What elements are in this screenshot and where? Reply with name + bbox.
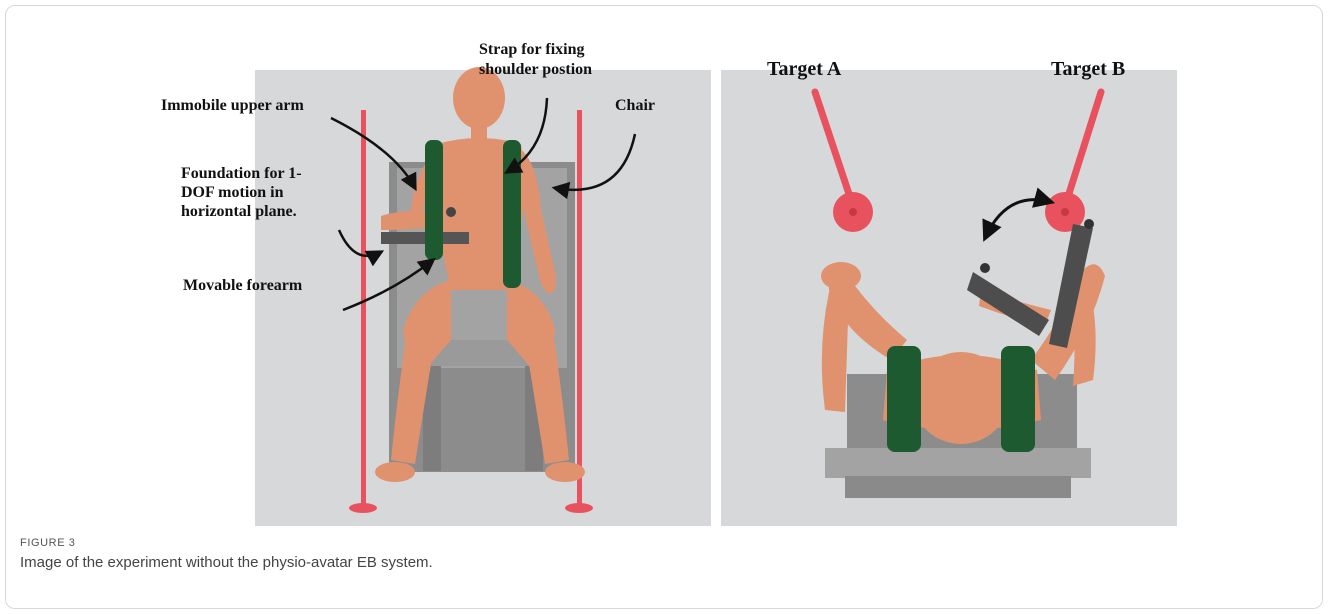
label-foundation-line3: horizontal plane. <box>181 202 297 221</box>
shoulder-strap-left <box>425 140 443 260</box>
label-strap-line1: Strap for fixing <box>479 40 584 59</box>
label-foundation-line2: DOF motion in <box>181 183 284 202</box>
top-view-image <box>721 40 1177 526</box>
top-view-panel: Target A Target B <box>721 40 1177 526</box>
label-chair: Chair <box>615 96 655 115</box>
label-target-a: Target A <box>767 58 841 80</box>
shoulder-strap-right <box>503 140 521 288</box>
label-target-b: Target B <box>1051 58 1125 80</box>
label-forearm: Movable forearm <box>183 276 302 295</box>
figure-caption: Image of the experiment without the phys… <box>20 554 433 571</box>
shoulder-strap-left <box>887 346 921 452</box>
grip-knob-b <box>1084 219 1094 229</box>
front-view-panel: Strap for fixing shoulder postion Immobi… <box>145 40 711 526</box>
label-upper-arm: Immobile upper arm <box>161 96 304 115</box>
shoulder-strap-right <box>1001 346 1035 452</box>
label-foundation-line1: Foundation for 1- <box>181 164 302 183</box>
figure-label: FIGURE 3 <box>20 537 76 549</box>
label-strap-line2: shoulder postion <box>479 60 592 79</box>
grip-knob <box>446 207 456 217</box>
grip-knob-a <box>980 263 990 273</box>
